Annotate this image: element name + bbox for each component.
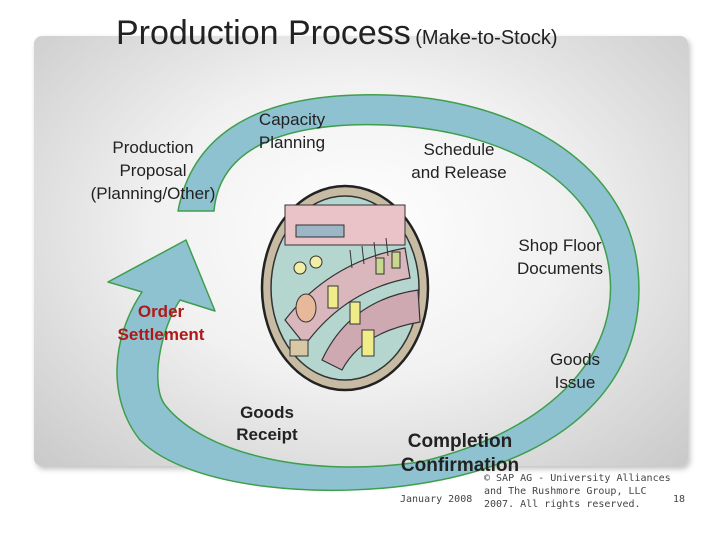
footer-date: January 2008: [400, 494, 473, 505]
label-goods-issue: Goods Issue: [549, 350, 601, 392]
label-completion-confirmation: Completion Confirmation: [400, 431, 520, 476]
slide-title: Production Process (Make-to-Stock): [116, 14, 558, 53]
footer-copyright: © SAP AG - University Alliances and The …: [484, 473, 671, 510]
label-capacity-planning: Capacity Planning: [258, 110, 326, 152]
label-goods-receipt: Goods Receipt: [236, 403, 298, 444]
footer-page-number: 18: [673, 494, 686, 505]
label-production-proposal: Production Proposal (Planning/Other): [90, 138, 216, 203]
title-sub: (Make-to-Stock): [415, 27, 558, 49]
label-shop-floor-documents: Shop Floor Documents: [517, 236, 603, 278]
cycle-arrow-icon: [107, 94, 640, 492]
label-schedule-release: Schedule and Release: [411, 140, 507, 182]
label-order-settlement: Order Settlement: [117, 302, 205, 344]
factory-illustration-icon: [260, 184, 430, 392]
title-main: Production Process: [116, 14, 411, 52]
